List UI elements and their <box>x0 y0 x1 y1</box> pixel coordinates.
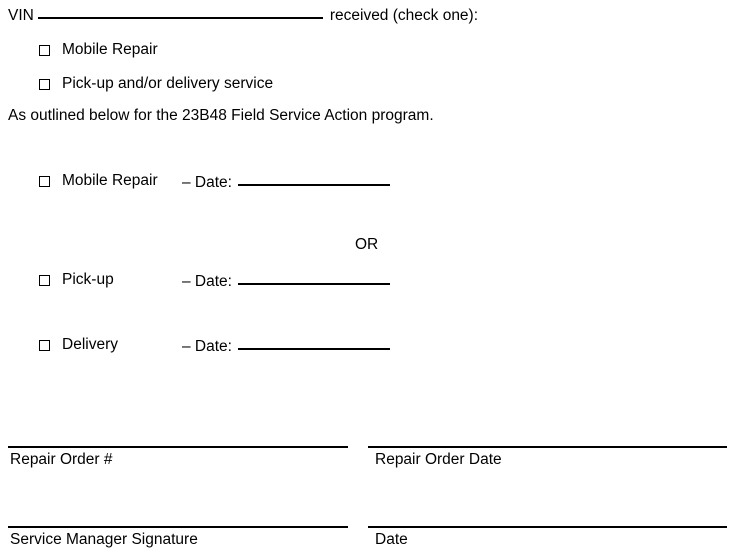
program-statement: As outlined below for the 23B48 Field Se… <box>8 107 434 124</box>
vin-input-line[interactable] <box>37 4 323 19</box>
signature-rule-service-manager-signature[interactable] <box>8 526 348 528</box>
signature-label-service-manager-signature: Service Manager Signature <box>10 531 198 548</box>
signature-rule-repair-order-number[interactable] <box>8 446 348 448</box>
date-segment-pickup: – Date: <box>182 271 390 291</box>
signature-label-repair-order-date: Repair Order Date <box>375 451 502 468</box>
checkbox-label-pickup-delivery-service: Pick-up and/or delivery service <box>62 75 274 92</box>
vin-header-row: VIN received (check one): <box>8 5 478 25</box>
signature-rule-repair-order-date[interactable] <box>368 446 727 448</box>
checkbox-row-schedule-delivery[interactable]: Delivery <box>39 336 118 354</box>
signature-label-repair-order-number: Repair Order # <box>10 451 113 468</box>
schedule-label-mobile-repair: Mobile Repair <box>62 172 158 189</box>
signature-label-date: Date <box>375 531 408 548</box>
checkbox-row-schedule-pickup[interactable]: Pick-up <box>39 271 114 289</box>
signature-rule-date[interactable] <box>368 526 727 528</box>
checkbox-label-mobile-repair: Mobile Repair <box>62 41 158 58</box>
checkbox-row-pickup-delivery-service[interactable]: Pick-up and/or delivery service <box>39 75 273 93</box>
or-separator: OR <box>355 236 379 253</box>
checkbox-mobile-repair[interactable] <box>39 44 50 56</box>
date-input-line-mobile-repair[interactable] <box>237 171 390 186</box>
checkbox-pickup-delivery-service[interactable] <box>39 78 50 90</box>
date-segment-delivery: – Date: <box>182 336 390 356</box>
date-word-pickup: – Date: <box>182 273 232 290</box>
checkbox-schedule-delivery[interactable] <box>39 339 50 351</box>
date-word-mobile-repair: – Date: <box>182 174 232 191</box>
received-check-one-label: received (check one): <box>329 7 479 24</box>
date-word-delivery: – Date: <box>182 338 232 355</box>
date-input-line-pickup[interactable] <box>237 270 390 285</box>
schedule-label-delivery: Delivery <box>62 336 118 353</box>
date-input-line-delivery[interactable] <box>237 335 390 350</box>
vin-label: VIN <box>8 7 34 24</box>
checkbox-schedule-pickup[interactable] <box>39 274 50 286</box>
checkbox-schedule-mobile-repair[interactable] <box>39 175 50 187</box>
schedule-label-pickup: Pick-up <box>62 271 114 288</box>
checkbox-row-schedule-mobile-repair[interactable]: Mobile Repair <box>39 172 158 190</box>
date-segment-mobile-repair: – Date: <box>182 172 390 192</box>
checkbox-row-mobile-repair[interactable]: Mobile Repair <box>39 41 158 59</box>
